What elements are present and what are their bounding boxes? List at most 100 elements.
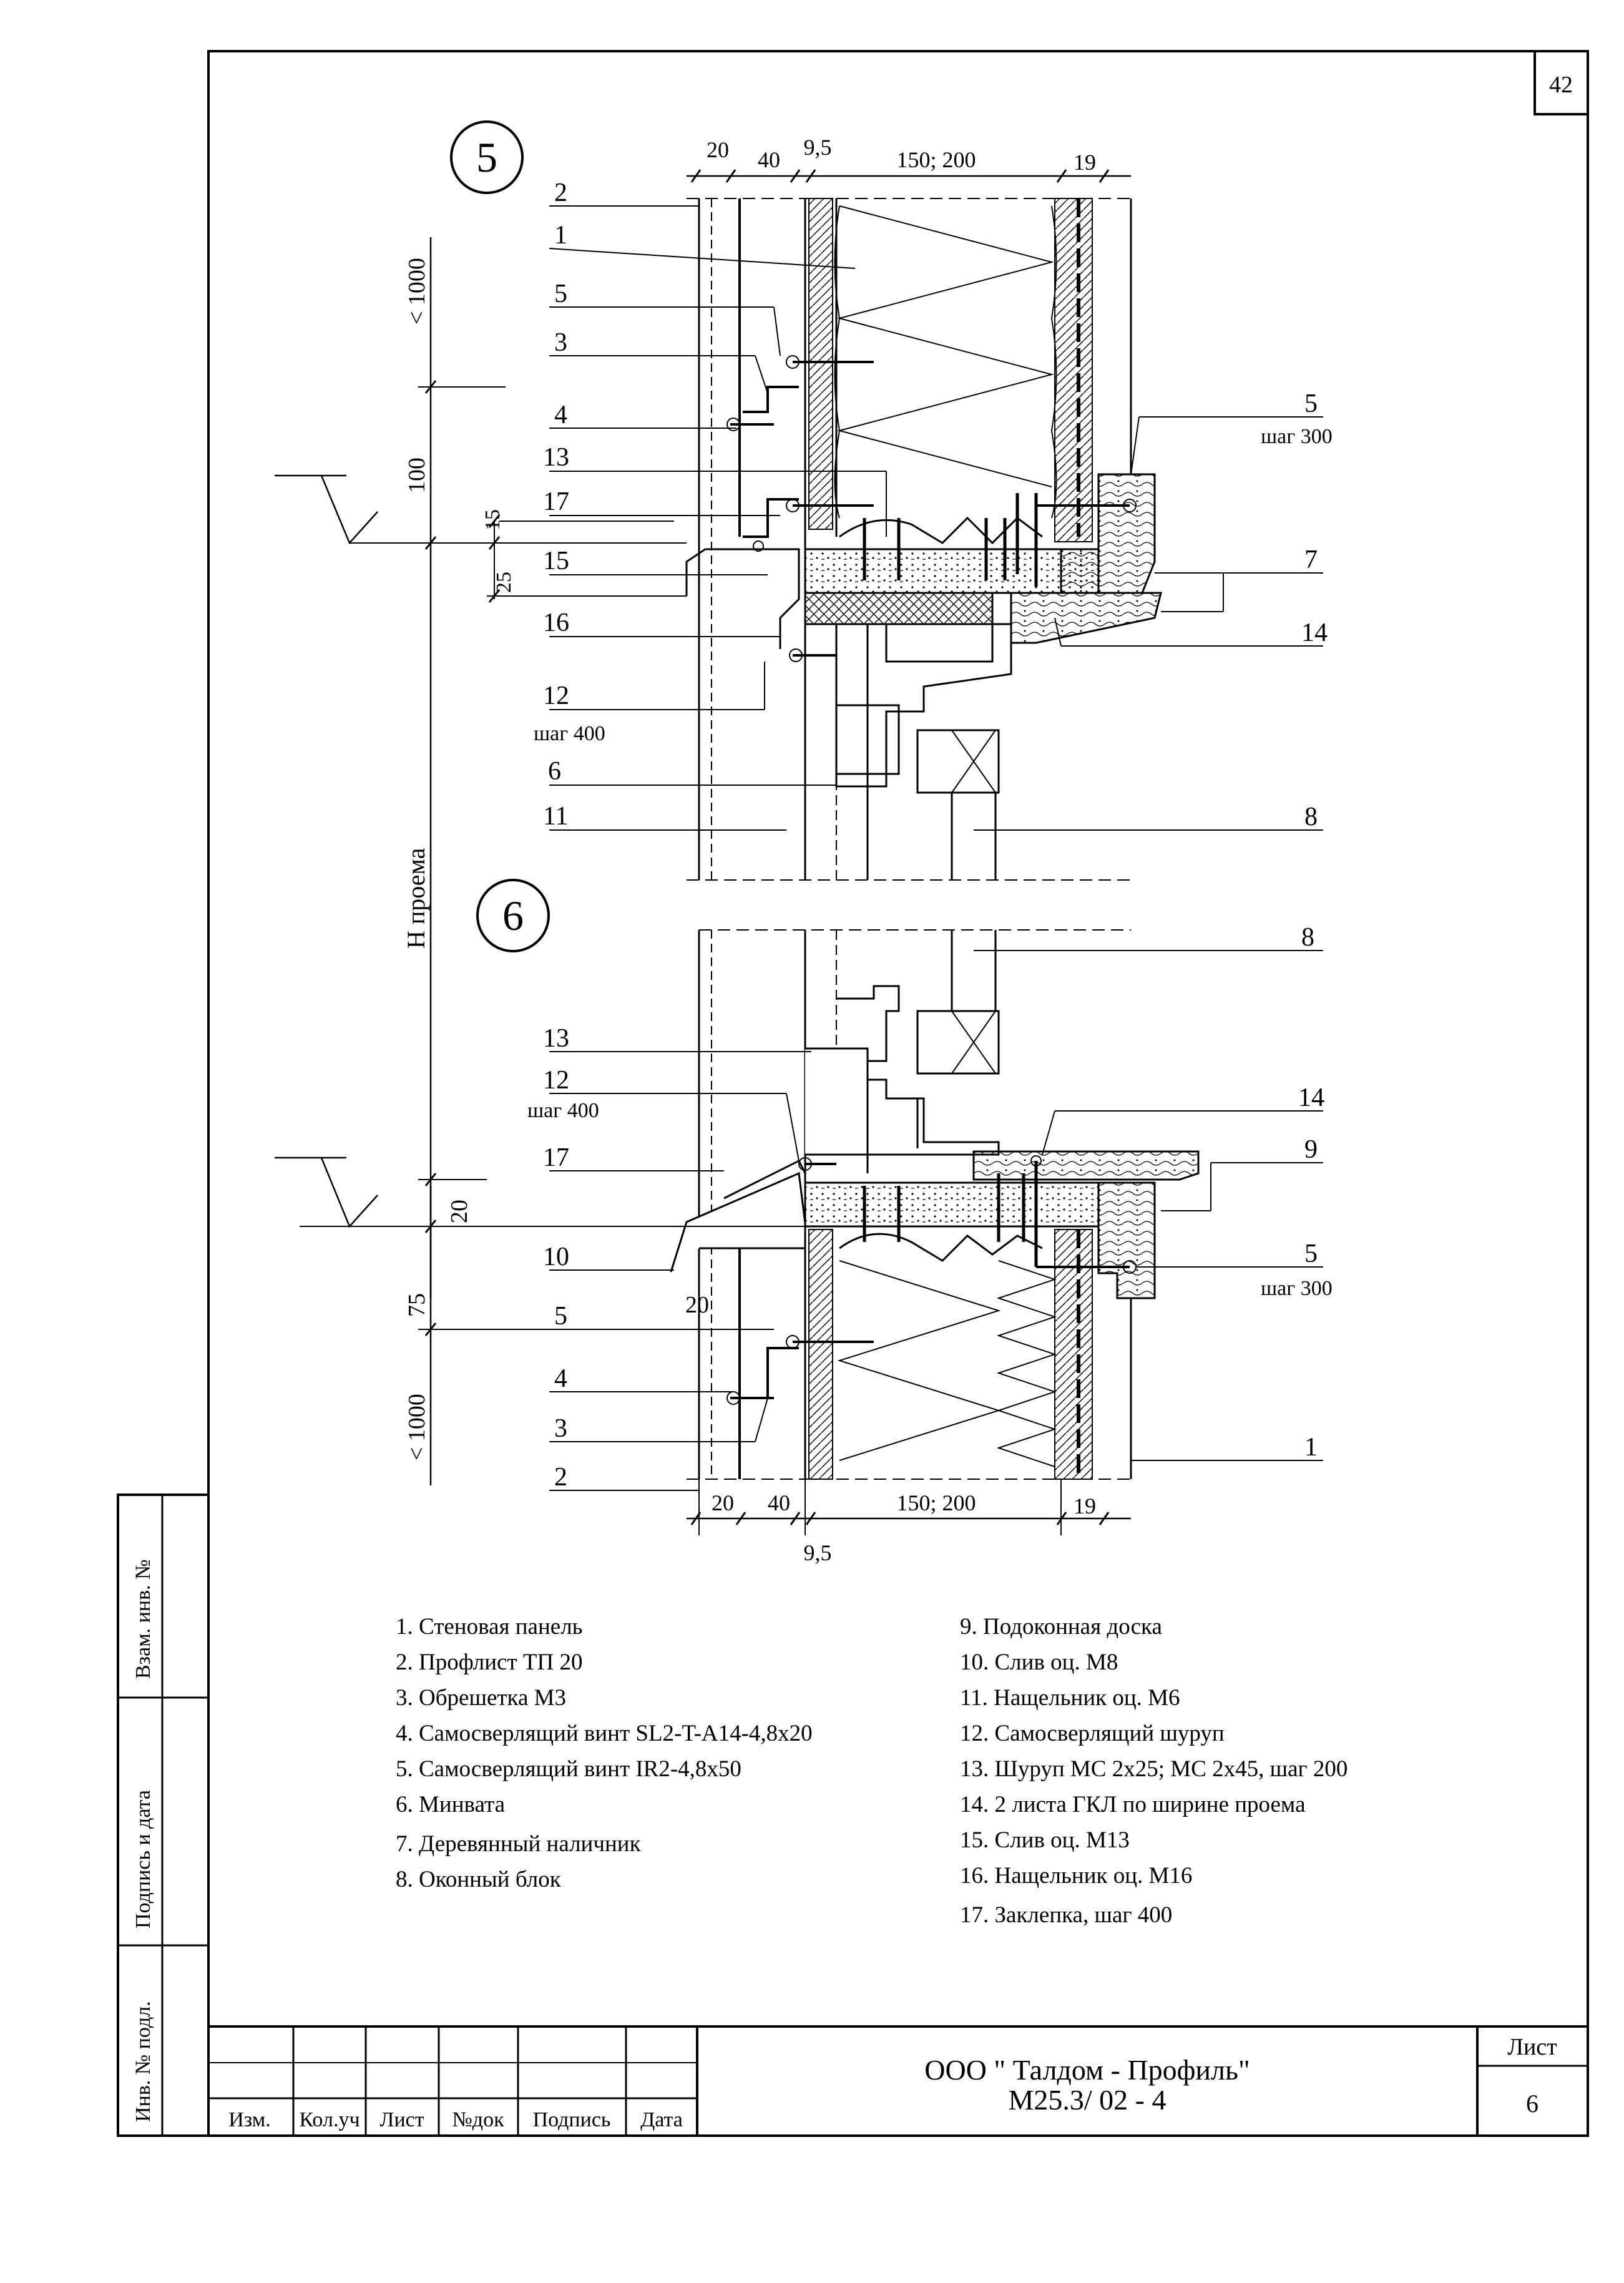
d6-callout-r-5-note: шаг 300 — [1261, 1277, 1333, 1300]
d6-callout-12-note: шаг 400 — [527, 1099, 599, 1122]
d6-callout-13: 13 — [543, 1024, 569, 1053]
d5-callouts-left: 2 1 5 3 4 13 17 15 16 12 шаг 400 6 11 — [534, 178, 887, 831]
d6-callout-12: 12 — [543, 1066, 569, 1095]
d6-dim-150-200: 150; 200 — [896, 1490, 976, 1515]
stamp-sign-date: Подпись и дата — [132, 1790, 155, 1929]
d5-callout-r-7: 7 — [1304, 545, 1318, 574]
d5-callout-13: 13 — [543, 443, 569, 472]
d6-dim-40: 40 — [768, 1490, 790, 1515]
legend-item: 16. Нащельник оц. М16 — [960, 1863, 1193, 1889]
d6-callout-2: 2 — [554, 1463, 567, 1492]
detail-6: 6 — [275, 879, 1333, 1565]
legend-item: 7. Деревянный наличник — [396, 1831, 641, 1857]
legend-item: 11. Нащельник оц. М6 — [960, 1685, 1180, 1711]
d6-dim-9-5: 9,5 — [804, 1540, 832, 1565]
d5-left-dimensions: < 1000 100 15 25 Н проема — [402, 237, 687, 1298]
d6-callout-17: 17 — [543, 1143, 569, 1172]
legend-item: 13. Шуруп МС 2х25; МС 2х45, шаг 200 — [960, 1756, 1348, 1782]
tb-doc-code: М25.3/ 02 - 4 — [1009, 2084, 1167, 2116]
detail-5: 5 20 40 9,5 150; 200 19 — [275, 120, 1333, 1298]
d5-dim-25: 25 — [492, 572, 516, 593]
d5-dim-lt1000: < 1000 — [404, 258, 430, 325]
d6-callout-3: 3 — [554, 1414, 567, 1443]
d5-dim-150-200: 150; 200 — [896, 147, 976, 172]
detail-6-label: 6 — [502, 892, 524, 939]
d5-callout-15: 15 — [543, 547, 569, 575]
d6-callout-r-8: 8 — [1301, 923, 1314, 952]
d5-callout-17: 17 — [543, 487, 569, 516]
d6-dim-19: 19 — [1074, 1493, 1096, 1518]
d5-callout-r-5: 5 — [1304, 389, 1318, 418]
detail-5-marker — [450, 120, 524, 194]
d6-callouts-left: 13 12 шаг 400 17 10 20 5 4 3 2 — [527, 1024, 811, 1492]
d6-bottom-dimensions: 20 40 9,5 150; 200 19 — [687, 1479, 1131, 1565]
d6-callout-r-9: 9 — [1304, 1135, 1318, 1164]
legend-right: 9. Подоконная доска 10. Слив оц. М8 11. … — [960, 1609, 1348, 1933]
d6-callout-r-14: 14 — [1298, 1083, 1324, 1112]
d5-dim-40: 40 — [758, 147, 780, 172]
d6-callout-r-5: 5 — [1304, 1239, 1318, 1268]
d5-callout-1: 1 — [554, 221, 567, 250]
legend-item: 4. Самосверлящий винт SL2-T-A14-4,8х20 — [396, 1721, 813, 1746]
tb-col-izm: Изм. — [228, 2108, 271, 2131]
legend-item: 8. Оконный блок — [396, 1867, 561, 1892]
legend-item: 14. 2 листа ГКЛ по ширине проема — [960, 1792, 1306, 1817]
d5-callouts-right: 5 шаг 300 7 14 8 — [974, 389, 1333, 831]
d5-callout-12: 12 — [543, 682, 569, 710]
d6-angle-20: 20 — [685, 1292, 709, 1318]
d6-dim-20: 20 — [446, 1200, 472, 1223]
d6-dim-lt1000: < 1000 — [404, 1394, 430, 1460]
d6-callout-4: 4 — [554, 1364, 567, 1393]
d5-callout-11: 11 — [543, 802, 568, 831]
d5-callout-6: 6 — [548, 757, 561, 786]
d6-callouts-right: 8 14 9 5 шаг 300 1 — [974, 923, 1333, 1462]
detail-5-label: 5 — [476, 134, 497, 181]
tb-col-date: Дата — [640, 2108, 683, 2131]
d6-callout-5: 5 — [554, 1302, 567, 1331]
legend-item: 3. Обрешетка М3 — [396, 1685, 567, 1711]
d5-level-marker — [275, 474, 687, 545]
title-block: Изм. Кол.уч Лист №док Подпись Дата ООО "… — [208, 2025, 1588, 2136]
detail-6-marker — [476, 879, 550, 952]
d5-callout-4: 4 — [554, 401, 567, 429]
d5-callout-12-note: шаг 400 — [534, 722, 605, 745]
d5-dim-15: 15 — [481, 509, 504, 530]
tb-sheet-value: 6 — [1526, 2090, 1538, 2118]
d5-callout-r-14: 14 — [1301, 618, 1328, 647]
stamp-replace-inv: Взам. инв. № — [132, 1559, 155, 1679]
side-stamp: Взам. инв. № Подпись и дата Инв. № подл. — [117, 1493, 210, 2137]
d5-callout-r-8: 8 — [1304, 803, 1318, 831]
d6-callout-10: 10 — [543, 1243, 569, 1271]
d5-callout-3: 3 — [554, 328, 567, 357]
sheet-frame: 42 — [207, 50, 1589, 2137]
tb-col-koluch: Кол.уч — [299, 2108, 360, 2131]
opening-height-label: Н проема — [402, 848, 430, 949]
legend-item: 2. Профлист ТП 20 — [396, 1650, 583, 1675]
tb-col-ndoc: №док — [452, 2108, 504, 2131]
d5-dim-19: 19 — [1074, 150, 1096, 175]
d6-dim-75: 75 — [404, 1293, 430, 1317]
tb-col-sign: Подпись — [533, 2108, 611, 2131]
d5-dim-9-5: 9,5 — [804, 135, 832, 160]
legend-left: 1. Стеновая панель 2. Профлист ТП 20 3. … — [396, 1609, 813, 1897]
d6-level-marker — [275, 1156, 805, 1228]
d5-top-dimensions: 20 40 9,5 150; 200 19 — [687, 135, 1131, 183]
tb-col-list: Лист — [379, 2108, 424, 2131]
tb-company: ООО " Талдом - Профиль" — [924, 2054, 1250, 2086]
d5-dim-100: 100 — [404, 457, 430, 493]
tb-sheet-label: Лист — [1507, 2034, 1557, 2060]
legend-item: 6. Минвата — [396, 1792, 505, 1817]
legend-item: 12. Самосверлящий шуруп — [960, 1721, 1225, 1746]
d5-callout-16: 16 — [543, 609, 569, 637]
d5-callout-5: 5 — [554, 280, 567, 308]
sheet-number-top: 42 — [1549, 72, 1573, 98]
d5-wall-section — [685, 198, 1162, 881]
d5-dim-20: 20 — [707, 137, 729, 162]
legend-item: 5. Самосверлящий винт IR2-4,8х50 — [396, 1756, 741, 1782]
d6-callout-r-1: 1 — [1304, 1433, 1318, 1462]
legend-item: 9. Подоконная доска — [960, 1614, 1162, 1640]
d5-callout-2: 2 — [554, 178, 567, 207]
d6-left-dimensions: 20 75 < 1000 — [404, 1173, 687, 1485]
legend-item: 10. Слив оц. М8 — [960, 1650, 1118, 1675]
